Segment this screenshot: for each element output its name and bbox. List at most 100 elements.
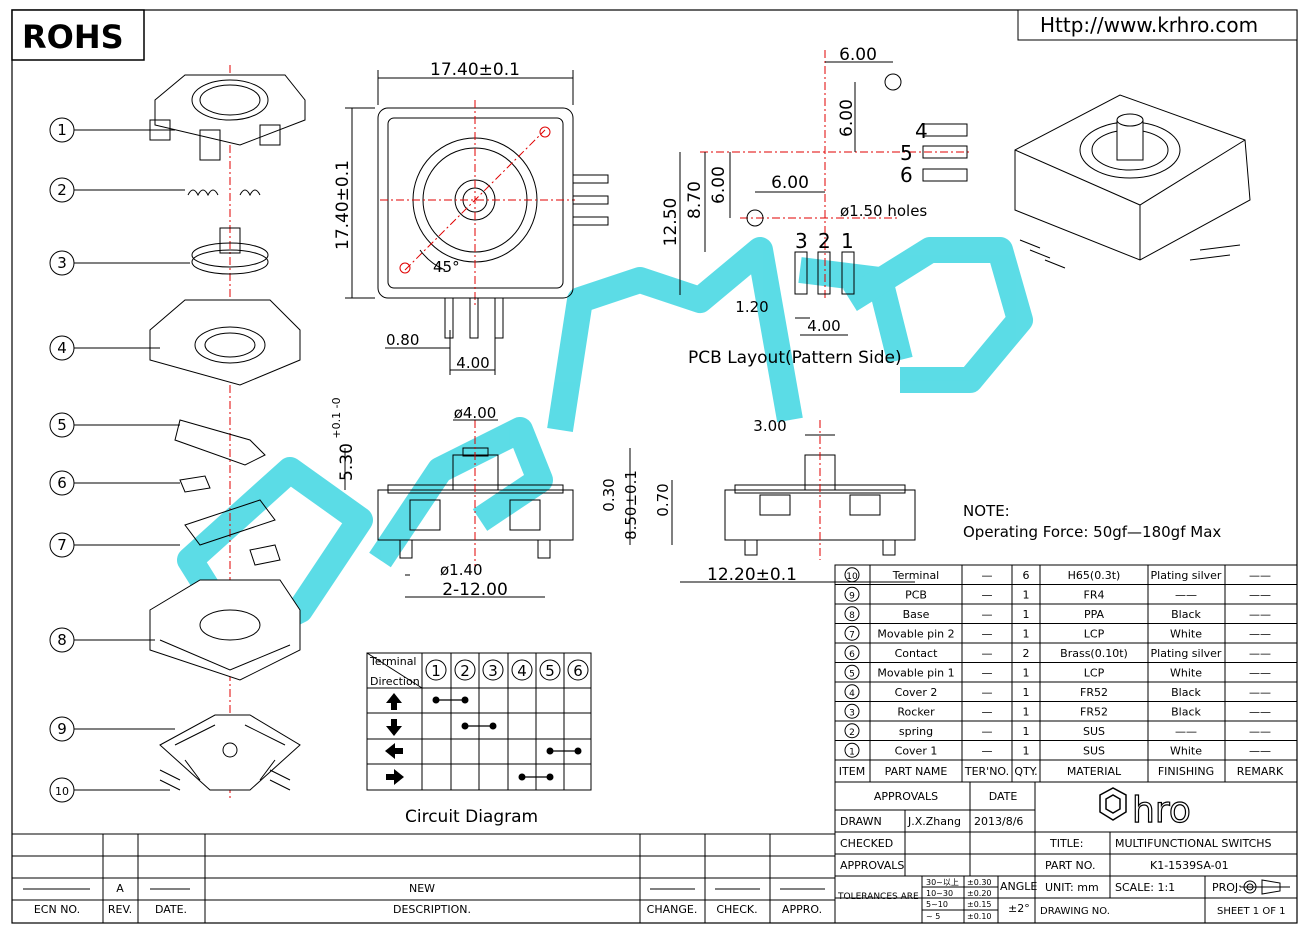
bom-cell-qty: 1 bbox=[1023, 627, 1030, 640]
bom-cell-no: 1 bbox=[849, 747, 855, 757]
arrow-down-icon bbox=[386, 719, 402, 736]
tb-tol-v3: ±0.15 bbox=[967, 900, 992, 909]
bom-cell-name: Contact bbox=[895, 647, 938, 660]
bom-cell-material: FR52 bbox=[1080, 705, 1108, 718]
side-view-2 bbox=[671, 420, 916, 583]
bom-cell-qty: 1 bbox=[1023, 686, 1030, 699]
bom-cell-remark: —— bbox=[1249, 647, 1271, 660]
tb-title: MULTIFUNCTIONAL SWITCHS bbox=[1115, 837, 1272, 850]
rev-date: DATE. bbox=[155, 903, 187, 916]
circuit-node-right-2 bbox=[546, 773, 554, 781]
bom-cell-finish: Black bbox=[1171, 705, 1201, 718]
circuit-caption: Circuit Diagram bbox=[405, 807, 538, 827]
pcb-pin-2: 2 bbox=[818, 229, 831, 253]
tb-angle-label: ANGLE bbox=[1000, 880, 1037, 893]
circuit-col-4: 4 bbox=[517, 662, 527, 680]
circuit-col-6: 6 bbox=[573, 662, 583, 680]
top-angle: 45° bbox=[433, 258, 460, 276]
bom-cell-material: LCP bbox=[1084, 627, 1105, 640]
bom-cell-ter: — bbox=[982, 744, 993, 757]
circuit-node-up-1 bbox=[432, 696, 440, 704]
callout-10: 10 bbox=[55, 785, 69, 798]
bom-item-circle bbox=[844, 606, 860, 622]
bom-cell-remark: —— bbox=[1249, 705, 1271, 718]
callout-5: 5 bbox=[57, 416, 67, 434]
bom-item-circle bbox=[844, 723, 860, 739]
tb-tol-v2: ±0.20 bbox=[967, 889, 992, 898]
circuit-col-2: 2 bbox=[460, 662, 470, 680]
bom-item-circle bbox=[844, 664, 860, 680]
pcb-pin-3: 3 bbox=[795, 229, 808, 253]
bom-cell-no: 2 bbox=[849, 728, 855, 738]
bom-cell-qty: 1 bbox=[1023, 725, 1030, 738]
tb-title-label: TITLE: bbox=[1049, 837, 1083, 850]
bom-cell-finish: White bbox=[1170, 744, 1202, 757]
tb-tol-r1: 30~以上 bbox=[926, 878, 959, 887]
bom-cell-name: Cover 1 bbox=[895, 744, 938, 757]
tb-partno-label: PART NO. bbox=[1045, 859, 1095, 872]
bom-cell-name: Rocker bbox=[897, 705, 935, 718]
note-text: Operating Force: 50gf—180gf Max bbox=[963, 523, 1221, 541]
top-width-dim: 17.40±0.1 bbox=[430, 60, 520, 80]
bom-cell-material: PPA bbox=[1084, 608, 1105, 621]
bom-cell-no: 10 bbox=[846, 572, 858, 582]
bom-cell-finish: —— bbox=[1175, 725, 1197, 738]
callout-1: 1 bbox=[57, 121, 67, 139]
rev-change: CHANGE. bbox=[647, 903, 698, 916]
side-dia-top: ø4.00 bbox=[454, 404, 497, 422]
bom-cell-name: Terminal bbox=[892, 569, 940, 582]
rohs-box bbox=[11, 9, 145, 61]
rev-rev: REV. bbox=[108, 903, 132, 916]
bom-cell-qty: 2 bbox=[1023, 647, 1030, 660]
bom-cell-name: Base bbox=[903, 608, 930, 621]
bom-cell-remark: —— bbox=[1249, 666, 1271, 679]
pcb-dim-vert: 6.00 bbox=[837, 99, 857, 137]
tb-tol-v1: ±0.30 bbox=[967, 878, 992, 887]
side-tolerance: +0.1 -0 bbox=[330, 397, 343, 438]
rev-desc: DESCRIPTION. bbox=[393, 903, 471, 916]
bom-item-circle bbox=[844, 645, 860, 661]
tb-drawn-by: J.X.Zhang bbox=[907, 815, 961, 828]
bom-cell-no: 6 bbox=[849, 650, 855, 660]
pcb-dim-v1: 6.00 bbox=[709, 166, 729, 204]
bom-cell-remark: —— bbox=[1249, 569, 1271, 582]
pcb-pin-1: 1 bbox=[841, 229, 854, 253]
tb-tol-r4: ~ 5 bbox=[926, 912, 940, 921]
callout-7: 7 bbox=[57, 536, 67, 554]
callout-6: 6 bbox=[57, 474, 67, 492]
circuit-node-down-2 bbox=[489, 722, 497, 730]
circuit-node-left-1 bbox=[546, 747, 554, 755]
pcb-pin-6: 6 bbox=[900, 163, 913, 187]
arrow-up-icon bbox=[386, 693, 402, 710]
bom-cell-ter: — bbox=[982, 588, 993, 601]
bom-h-material: MATERIAL bbox=[1067, 765, 1122, 778]
bom-cell-material: SUS bbox=[1083, 725, 1105, 738]
bom-cell-remark: —— bbox=[1249, 744, 1271, 757]
bom-cell-no: 9 bbox=[849, 591, 855, 601]
pcb-dim-870: 8.70 bbox=[685, 181, 705, 219]
bom-cell-no: 5 bbox=[849, 669, 855, 679]
tb-checked: CHECKED bbox=[840, 837, 893, 850]
bom-item-circle bbox=[844, 625, 860, 641]
side2-dim-300: 3.00 bbox=[753, 417, 786, 435]
bom-cell-no: 3 bbox=[849, 708, 855, 718]
circuit-terminal: Terminal bbox=[369, 655, 417, 668]
bom-cell-name: PCB bbox=[905, 588, 927, 601]
bom-cell-qty: 1 bbox=[1023, 608, 1030, 621]
callout-8: 8 bbox=[57, 631, 67, 649]
website-url: Http://www.krhro.com bbox=[1040, 13, 1258, 37]
circuit-node-right-1 bbox=[518, 773, 526, 781]
bom-cell-remark: —— bbox=[1249, 627, 1271, 640]
bom-cell-ter: — bbox=[982, 608, 993, 621]
bom-cell-ter: — bbox=[982, 725, 993, 738]
side2-width: 12.20±0.1 bbox=[707, 565, 797, 585]
tb-scale: SCALE: 1:1 bbox=[1115, 881, 1175, 894]
bom-cell-qty: 1 bbox=[1023, 666, 1030, 679]
bom-cell-qty: 1 bbox=[1023, 588, 1030, 601]
url-box bbox=[1017, 9, 1298, 41]
bom-cell-remark: —— bbox=[1249, 608, 1271, 621]
pcb-layout bbox=[679, 50, 970, 336]
bom-cell-finish: Black bbox=[1171, 686, 1201, 699]
